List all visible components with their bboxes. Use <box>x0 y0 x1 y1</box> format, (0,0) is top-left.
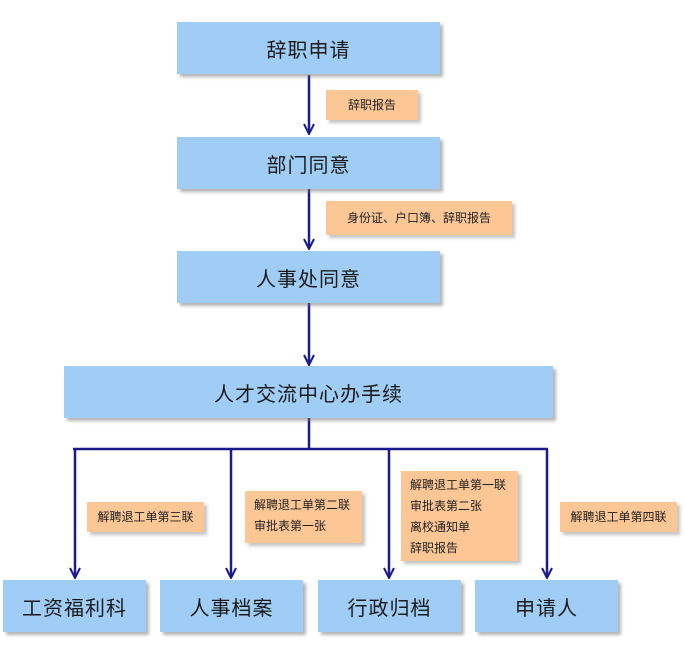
note-line: 解聘退工单第二联 <box>254 498 351 512</box>
note-line: 身份证、户口簿、辞职报告 <box>346 210 491 225</box>
note-branch-applicant: 解聘退工单第四联 <box>560 502 677 532</box>
node-applicant: 申请人 <box>475 580 618 632</box>
node-talent-center: 人才交流中心办手续 <box>64 366 553 418</box>
note-step2: 身份证、户口簿、辞职报告 <box>326 201 512 235</box>
note-line: 审批表第一张 <box>254 519 327 533</box>
note-line: 解聘退工单第一联 <box>410 478 507 492</box>
note-line: 辞职报告 <box>347 97 396 112</box>
note-line: 解聘退工单第三联 <box>97 509 194 524</box>
note-line: 辞职报告 <box>410 541 459 555</box>
note-branch-admin: 解聘退工单第一联 审批表第二张 离校通知单 辞职报告 <box>401 471 518 561</box>
node-resign-apply: 辞职申请 <box>177 22 440 74</box>
note-line: 审批表第二张 <box>410 499 483 513</box>
note-line: 离校通知单 <box>410 520 471 534</box>
note-line: 解聘退工单第四联 <box>570 509 667 524</box>
node-payroll: 工资福利科 <box>3 580 146 632</box>
note-branch-archive: 解聘退工单第二联 审批表第一张 <box>245 491 362 543</box>
node-hr-agree: 人事处同意 <box>177 251 440 303</box>
note-step1: 辞职报告 <box>326 90 418 120</box>
note-branch-payroll: 解聘退工单第三联 <box>87 502 204 532</box>
node-dept-agree: 部门同意 <box>177 137 440 189</box>
node-admin-archive: 行政归档 <box>318 580 461 632</box>
node-personnel-archive: 人事档案 <box>160 580 303 632</box>
